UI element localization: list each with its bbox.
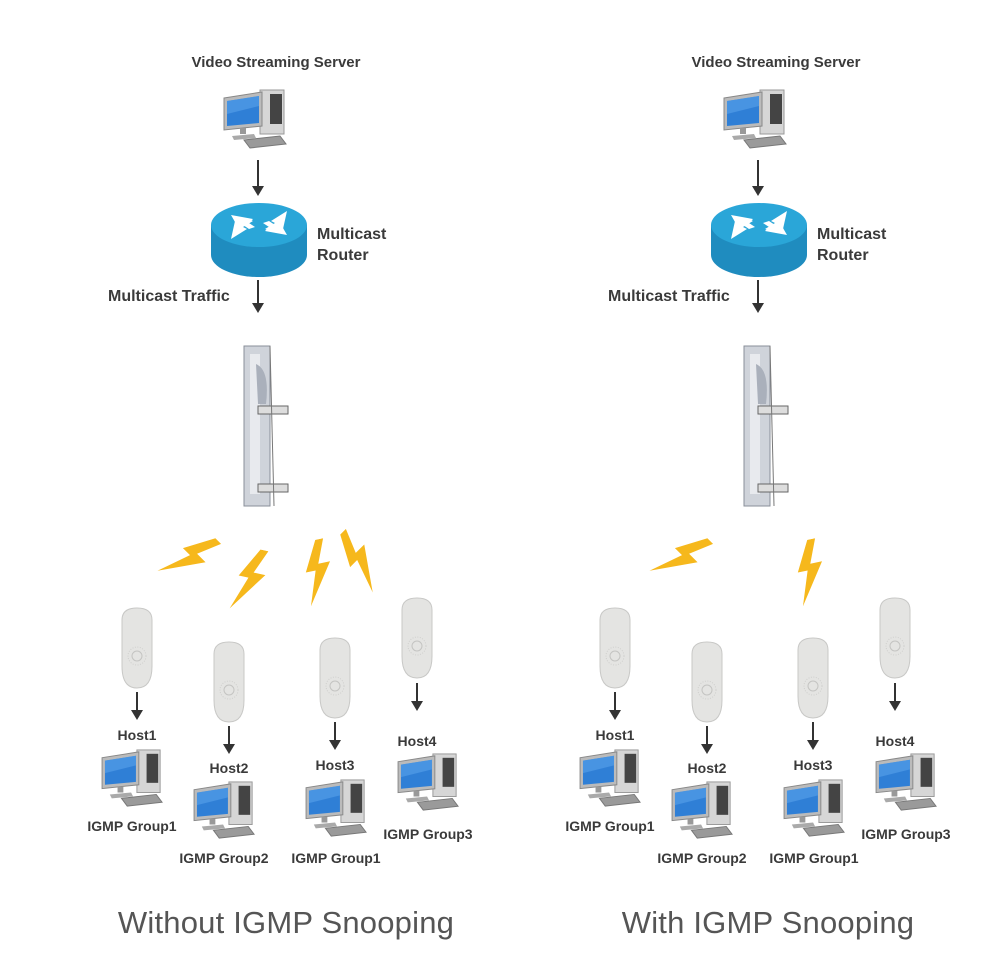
arrow-down-icon <box>328 722 342 755</box>
wireless-antenna-icon <box>118 606 156 695</box>
host-label: Host3 <box>315 757 355 773</box>
traffic-label: Multicast Traffic <box>108 288 230 305</box>
traffic-label: Multicast Traffic <box>608 288 730 305</box>
host-computer-icon <box>782 778 850 843</box>
router-icon <box>209 199 309 286</box>
host-computer-icon <box>578 748 646 813</box>
server-label: Video Streaming Server <box>191 54 361 71</box>
wireless-signal-bolt-icon <box>157 526 222 595</box>
wireless-antenna-icon <box>210 640 248 729</box>
arrow-down-icon <box>251 280 265 318</box>
igmp-group-label: IGMP Group3 <box>383 826 473 842</box>
wireless-signal-bolt-icon <box>340 528 380 597</box>
host-computer-icon <box>396 752 464 817</box>
igmp-group-label: IGMP Group2 <box>179 850 269 866</box>
host-label: Host2 <box>687 760 727 776</box>
wireless-signal-bolt-icon <box>649 526 714 595</box>
wireless-signal-bolt-icon <box>229 548 270 617</box>
igmp-group-label: IGMP Group1 <box>565 818 655 834</box>
igmp-group-label: IGMP Group3 <box>861 826 951 842</box>
wireless-antenna-icon <box>316 636 354 725</box>
host-label: Host3 <box>793 757 833 773</box>
wireless-antenna-icon <box>688 640 726 729</box>
arrow-down-icon <box>806 722 820 755</box>
host-computer-icon <box>192 780 260 845</box>
router-label-line2: Router <box>317 247 369 264</box>
arrow-down-icon <box>410 683 424 716</box>
router-label-line2: Router <box>817 247 869 264</box>
switch-icon <box>736 344 796 514</box>
arrow-down-icon <box>700 726 714 759</box>
switch-icon <box>236 344 296 514</box>
wireless-antenna-icon <box>794 636 832 725</box>
router-icon <box>709 199 809 286</box>
wireless-antenna-icon <box>876 596 914 685</box>
wireless-antenna-icon <box>398 596 436 685</box>
server-label: Video Streaming Server <box>691 54 861 71</box>
arrow-down-icon <box>751 160 765 201</box>
panel-caption: With IGMP Snooping <box>621 905 915 940</box>
router-label-line1: Multicast <box>317 226 387 243</box>
arrow-down-icon <box>608 692 622 725</box>
host-computer-icon <box>874 752 942 817</box>
arrow-down-icon <box>751 280 765 318</box>
arrow-down-icon <box>222 726 236 759</box>
panel-with-igmp-snooping: Video Streaming Server Multicast Router … <box>500 0 1000 965</box>
server-computer-icon <box>222 88 292 155</box>
host-label: Host4 <box>397 733 437 749</box>
arrow-down-icon <box>130 692 144 725</box>
host-label: Host2 <box>209 760 249 776</box>
igmp-group-label: IGMP Group1 <box>87 818 177 834</box>
igmp-group-label: IGMP Group1 <box>769 850 859 866</box>
wireless-signal-bolt-icon <box>790 538 830 609</box>
host-label: Host1 <box>117 727 157 743</box>
igmp-group-label: IGMP Group2 <box>657 850 747 866</box>
host-computer-icon <box>100 748 168 813</box>
router-label-line1: Multicast <box>817 226 887 243</box>
wireless-signal-bolt-icon <box>298 538 338 609</box>
host-label: Host1 <box>595 727 635 743</box>
panel-without-igmp-snooping: Video Streaming Server Multicast Router … <box>87 54 473 940</box>
panel-caption: Without IGMP Snooping <box>117 905 455 940</box>
igmp-group-label: IGMP Group1 <box>291 850 381 866</box>
wireless-antenna-icon <box>596 606 634 695</box>
arrow-down-icon <box>251 160 265 201</box>
host-computer-icon <box>670 780 738 845</box>
arrow-down-icon <box>888 683 902 716</box>
server-computer-icon <box>722 88 792 155</box>
host-label: Host4 <box>875 733 915 749</box>
host-computer-icon <box>304 778 372 843</box>
